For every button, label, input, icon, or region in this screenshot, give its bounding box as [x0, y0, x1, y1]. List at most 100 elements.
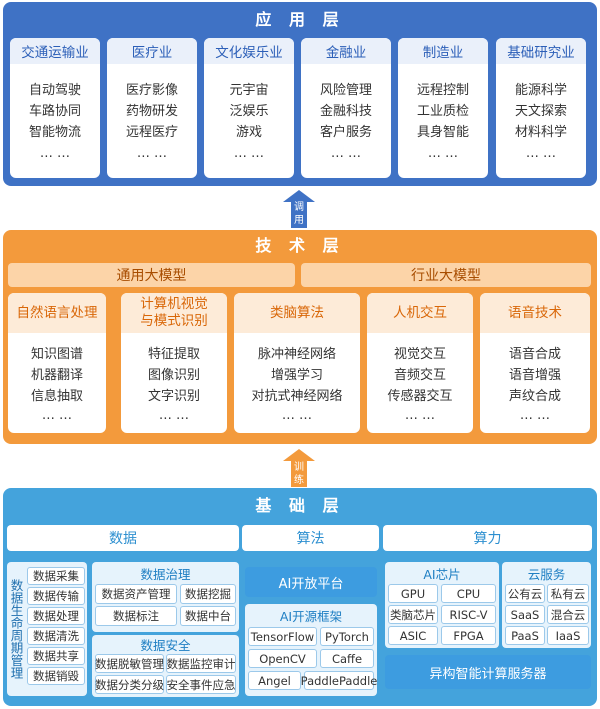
app-card-item: … … [525, 146, 557, 161]
lifecycle-item: 数据传输 [27, 587, 85, 605]
tech-card-title-line1: 计算机视觉 [140, 296, 208, 312]
app-card-item: 金融科技 [319, 104, 372, 119]
tech-card-title: 自然语言处理 [8, 293, 106, 333]
security-item: 数据监控审计 [166, 654, 236, 673]
app-card: 金融业风险管理金融科技客户服务… … [301, 38, 391, 178]
industry-model-bar: 行业大模型 [301, 263, 591, 287]
lifecycle-item: 数据处理 [27, 607, 85, 625]
cloud-item: SaaS [505, 605, 545, 624]
app-card-item: 材料科学 [514, 125, 567, 140]
tech-card-item: 增强学习 [270, 368, 323, 383]
ai-platform-button: AI开放平台 [245, 567, 377, 597]
tech-card-item: 知识图谱 [30, 347, 83, 362]
invoke-label-1: 调 [294, 202, 304, 213]
ai-chip-item: 类脑芯片 [388, 605, 438, 624]
app-card-title: 文化娱乐业 [204, 38, 294, 64]
hetero-server-button: 异构智能计算服务器 [385, 655, 591, 689]
app-card-item: 远程控制 [416, 83, 469, 98]
compute-section-header: 算力 [383, 525, 592, 551]
tech-card-title: 人机交互 [367, 293, 473, 333]
tech-card-item: 对抗式神经网络 [251, 389, 343, 404]
app-card-title: 制造业 [398, 38, 488, 64]
up-arrow-icon [283, 190, 315, 228]
cloud-title: 云服务 [527, 566, 566, 582]
tech-card-title-line1: 自然语言处理 [16, 304, 98, 321]
security-item: 数据分类分级 [95, 675, 164, 694]
tech-layer-title: 技 术 层 [255, 236, 345, 255]
tech-card-item: … … [158, 408, 190, 423]
base-layer-title: 基 础 层 [255, 496, 345, 515]
cloud-item: PaaS [505, 626, 545, 645]
tech-card-item: 信息抽取 [30, 389, 83, 404]
tech-card-item: … … [41, 408, 73, 423]
app-card: 文化娱乐业元宇宙泛娱乐游戏… … [204, 38, 294, 178]
invoke-label-2: 用 [294, 215, 304, 226]
tech-card-item: 语音合成 [508, 347, 561, 362]
ai-chip-title: AI芯片 [423, 566, 461, 582]
tech-card-item: … … [404, 408, 436, 423]
app-card-item: 能源科学 [514, 83, 567, 98]
app-card-title: 医疗业 [107, 38, 197, 64]
security-title: 数据安全 [140, 638, 191, 653]
framework-item: OpenCV [248, 649, 317, 668]
tech-card-title: 类脑算法 [234, 293, 360, 333]
tech-card-item: 特征提取 [147, 347, 200, 362]
app-card-item: 工业质检 [416, 104, 469, 119]
app-card: 交通运输业自动驾驶车路协同智能物流… … [10, 38, 100, 178]
tech-card: 人机交互视觉交互音频交互传感器交互… … [367, 293, 473, 433]
governance-item: 数据标注 [95, 606, 177, 626]
app-card-item: 自动驾驶 [28, 83, 81, 98]
tech-card-item: 机器翻译 [30, 368, 83, 383]
app-card-item: 风险管理 [319, 83, 372, 98]
governance-title: 数据治理 [140, 566, 191, 582]
app-card-title: 交通运输业 [10, 38, 100, 64]
tech-card-item: 视觉交互 [393, 347, 446, 362]
tech-card: 自然语言处理知识图谱机器翻译信息抽取 … … [8, 293, 106, 433]
tech-card: 语音技术语音合成语音增强声纹合成… … [480, 293, 590, 433]
security-item: 安全事件应急 [166, 675, 236, 694]
governance-item: 数据中台 [180, 606, 236, 626]
app-card: 制造业远程控制工业质检具身智能 … … [398, 38, 488, 178]
cloud-item: 公有云 [505, 584, 545, 603]
tech-card-title: 计算机视觉与模式识别 [121, 293, 227, 333]
governance-item: 数据资产管理 [95, 584, 177, 604]
app-card-item: … … [233, 146, 265, 161]
tech-card-item: … … [519, 408, 551, 423]
tech-card-item: … … [281, 408, 313, 423]
train-label-1: 训 [294, 462, 304, 473]
ai-chip-item: CPU [441, 584, 496, 603]
ai-framework-title: AI开源框架 [279, 608, 343, 624]
app-card: 医疗业医疗影像药物研发远程医疗… … [107, 38, 197, 178]
cloud-item: 私有云 [547, 584, 589, 603]
tech-card-item: 脉冲神经网络 [257, 347, 336, 362]
app-card-item: … … [427, 146, 459, 161]
app-card-item: 车路协同 [28, 104, 81, 119]
algo-section-header: 算法 [242, 525, 379, 551]
lifecycle-item: 数据销毁 [27, 667, 85, 685]
invoke-arrow [283, 190, 315, 228]
app-card: 基础研究业能源科学天文探索材料科学 … … [496, 38, 586, 178]
tech-card-title-line1: 语音技术 [508, 304, 562, 321]
app-card-item: 智能物流 [28, 125, 81, 140]
lifecycle-item: 数据共享 [27, 647, 85, 665]
lifecycle-item: 数据清洗 [27, 627, 85, 645]
up-arrow-icon [283, 449, 315, 487]
app-card-item: 远程医疗 [125, 125, 178, 140]
tech-card-item: 传感器交互 [387, 389, 453, 404]
ai-chip-item: FPGA [441, 626, 496, 645]
app-card-item: 医疗影像 [125, 83, 178, 98]
app-card-item: … … [330, 146, 362, 161]
lifecycle-label: 数据生命周期管理 [8, 579, 24, 679]
tech-card-item: 文字识别 [147, 389, 200, 404]
app-card-item: 天文探索 [514, 104, 567, 119]
app-card-item: 泛娱乐 [229, 104, 269, 119]
lifecycle-item: 数据采集 [27, 567, 85, 585]
app-card-title: 基础研究业 [496, 38, 586, 64]
framework-item: PaddlePaddle [301, 671, 377, 690]
ai-chip-item: RISC-V [441, 605, 496, 624]
tech-card-title-line2: 与模式识别 [140, 313, 208, 329]
app-card-item: 具身智能 [416, 125, 469, 140]
tech-card-title: 语音技术 [480, 293, 590, 333]
ai-chip-item: GPU [388, 584, 438, 603]
framework-item: Angel [248, 671, 301, 690]
